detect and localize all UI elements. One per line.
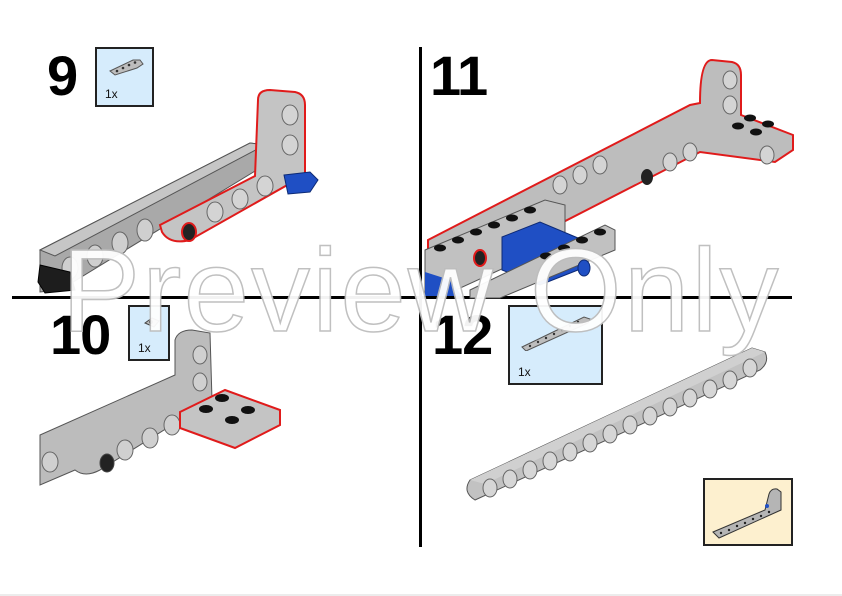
step-11-number: 11 <box>430 44 488 107</box>
submodel-result-preview <box>703 478 793 546</box>
submodel-thumbnail-icon <box>712 488 782 539</box>
l-liftarm-part-icon <box>109 59 144 76</box>
step-10-model-illustration <box>39 329 281 486</box>
step-10-number: 10 <box>50 303 111 366</box>
page-bottom-edge <box>0 594 842 596</box>
step-9-parts-callout: 1x <box>95 47 154 107</box>
step-9-model-illustration <box>37 88 319 294</box>
part-quantity: 1x <box>138 341 151 355</box>
long-liftarm-part-icon <box>521 316 591 351</box>
step-12-number: 12 <box>432 303 493 366</box>
plate-part-icon <box>143 317 160 328</box>
horizontal-divider <box>12 296 792 299</box>
part-quantity: 1x <box>518 365 531 379</box>
step-9-number: 9 <box>47 44 78 107</box>
step-11-model-illustration <box>424 58 794 299</box>
part-quantity: 1x <box>105 87 118 101</box>
step-12-parts-callout: 1x <box>508 305 603 385</box>
step-10-parts-callout: 1x <box>128 305 170 361</box>
step-12-model-illustration <box>466 347 768 501</box>
